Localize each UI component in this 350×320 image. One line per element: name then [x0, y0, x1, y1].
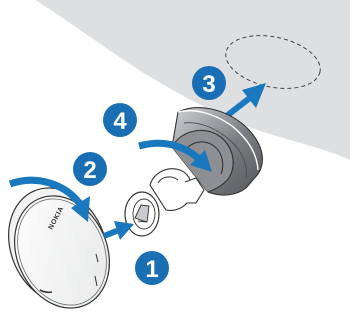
step-number: 2: [83, 157, 96, 184]
speakerphone-device: NOKIA: [0, 172, 127, 320]
step-number: 3: [202, 71, 215, 98]
step-badge-4: 4: [103, 103, 137, 137]
step-number: 1: [145, 256, 158, 283]
mounting-disk: [125, 192, 159, 236]
step-number: 4: [113, 108, 127, 135]
arrow-1-icon: [104, 221, 134, 240]
step-badge-2: 2: [73, 152, 107, 186]
step-badge-1: 1: [135, 251, 169, 285]
step-badge-3: 3: [192, 66, 226, 100]
